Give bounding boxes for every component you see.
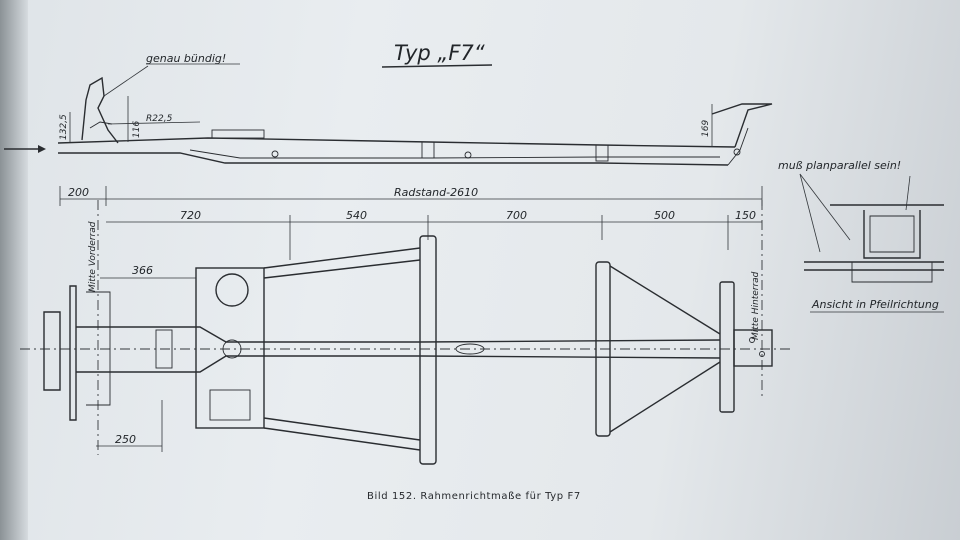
bolt — [749, 337, 755, 343]
parallel-leader — [799, 173, 851, 241]
dim-700: 700 — [506, 209, 527, 222]
view-arrow-head — [38, 145, 46, 153]
spine-top — [419, 339, 721, 343]
rear-brace-bottom — [609, 361, 721, 433]
detail-box — [863, 210, 921, 259]
drawing-title: Typ „F7“ — [394, 41, 485, 65]
outer-rail-top — [263, 247, 421, 269]
outer-rail-top-inner — [263, 259, 421, 279]
detail-inner-box — [869, 215, 915, 253]
front-flange — [43, 311, 61, 391]
dim-720: 720 — [180, 209, 201, 222]
outer-rail-bottom-inner — [263, 417, 421, 441]
dimension-rows: 200 Radstand-2610 720 540 700 500 150 36… — [59, 186, 763, 452]
dim-side-height-rear: 169 — [701, 120, 711, 137]
front-plate — [69, 285, 77, 421]
dim-540: 540 — [346, 209, 367, 222]
dim-wheelbase: Radstand-2610 — [394, 186, 478, 199]
figure-caption: Bild 152. Rahmenrichtmaße für Typ F7 — [367, 491, 581, 502]
rear-crossmember — [595, 261, 611, 437]
side-rail-top — [57, 137, 736, 148]
front-tower — [81, 76, 119, 144]
bolt — [759, 351, 765, 357]
mid-crossmember — [419, 235, 437, 465]
detail-foot — [851, 262, 933, 283]
label-front-axle: Mitte Vorderrad — [88, 221, 98, 292]
dim-250: 250 — [115, 433, 136, 446]
rear-kickup-lower — [727, 127, 749, 166]
front-bracket — [86, 291, 111, 406]
dim-side-height-left: 132,5 — [59, 114, 69, 140]
rear-brace-top — [609, 265, 721, 335]
dim-500: 500 — [654, 209, 675, 222]
rear-kickup — [711, 103, 773, 148]
side-rail-bottom — [58, 152, 729, 166]
side-crossmember-2 — [595, 144, 609, 162]
side-mount-hole — [464, 151, 472, 159]
side-bracket — [211, 129, 265, 139]
note-view: Ansicht in Pfeilrichtung — [811, 298, 939, 311]
front-tower-detail — [89, 121, 113, 129]
label-rear-axle: Mitte Hinterrad — [751, 271, 761, 340]
top-view: Mitte Vorderrad Mitte Hinterrad — [20, 200, 790, 465]
parallel-leader — [799, 173, 821, 253]
crossmember-hole — [222, 339, 242, 359]
dim-150: 150 — [735, 209, 756, 222]
side-mount-hole — [271, 150, 279, 158]
rear-mount-block — [733, 329, 773, 367]
title-underline — [381, 64, 493, 68]
note-parallel: muß planparallel sein! — [778, 159, 901, 172]
dim-front-overhang: 200 — [68, 186, 89, 199]
spine-bottom — [419, 355, 721, 359]
crossmember-pad — [209, 389, 251, 421]
detail-base — [804, 261, 944, 271]
dim-366: 366 — [132, 264, 153, 277]
side-rail-inner — [189, 149, 720, 159]
crossmember-hole — [215, 273, 249, 307]
side-crossmember-1 — [421, 141, 435, 159]
page-edge-shadow — [0, 0, 28, 540]
dim-side-radius: R22,5 — [146, 114, 173, 124]
front-crossmember — [195, 267, 265, 429]
note-flush: genau bündig! — [146, 52, 226, 65]
rear-axle-plate — [719, 281, 735, 413]
flush-leader — [103, 65, 149, 97]
central-tube-bottom — [76, 355, 420, 373]
rear-mount-hole — [733, 148, 741, 156]
side-view: genau bündig! 132,5 116 R22,5 169 — [4, 52, 773, 166]
radius-leader — [107, 121, 201, 125]
dim-side-height-mid: 116 — [132, 121, 142, 138]
outer-rail-bottom — [263, 427, 421, 451]
steering-box — [155, 329, 173, 369]
central-tube-top — [76, 326, 420, 343]
detail-view: muß planparallel sein! Ansicht in Pfeilr… — [778, 159, 944, 313]
spine-slot — [455, 343, 485, 355]
